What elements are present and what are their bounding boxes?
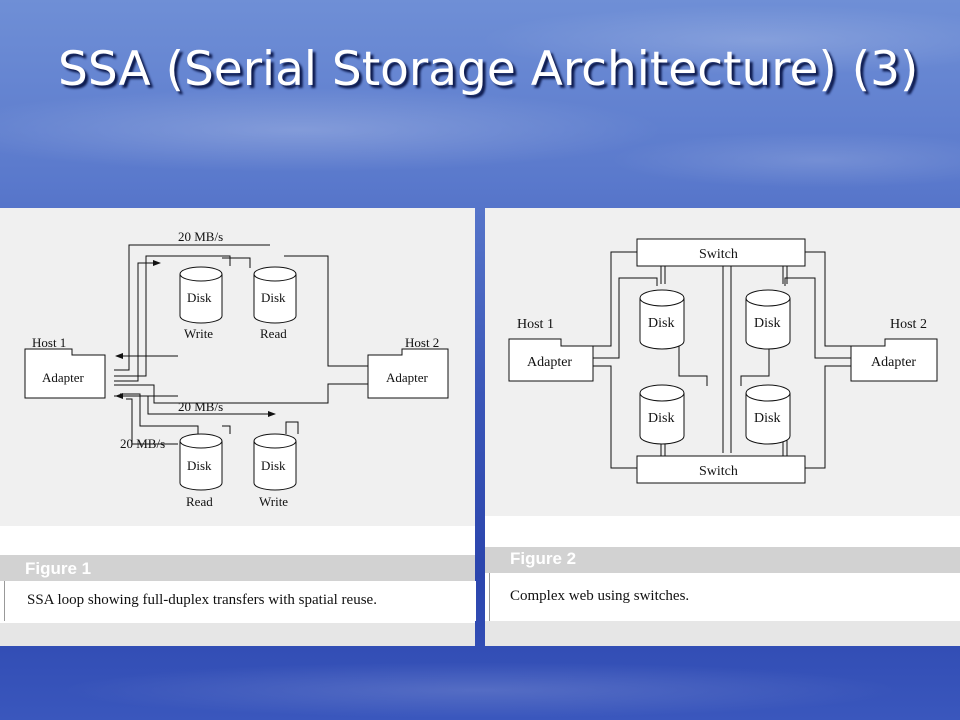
disk-upper-write: Disk Write [179,266,223,341]
upper-disk-link-wire [222,257,251,268]
middle-right-wire [114,383,368,404]
figure-2-diagram-area: Switch Switch Host 1 Adapter Host 2 Adap… [485,208,960,516]
switch-bottom: Switch [636,455,806,484]
disk-label: Disk [187,290,212,305]
upper-right-wire [284,255,368,367]
disk-label: Disk [261,458,286,473]
rate-label-top: 20 MB/s [178,229,223,244]
upper-loop-inner-wire [114,255,231,377]
figure-1-panel: Host 1 Adapter Host 2 Adapter 20 MB/s 20… [0,208,476,646]
figure-2-panel: Switch Switch Host 1 Adapter Host 2 Adap… [485,208,960,646]
cross-link-right [740,346,770,386]
lower-loop-outer-wire [126,398,178,445]
figure-1-bottom-strip [0,623,475,646]
left-lower-wire [593,365,637,469]
ssa-loop-diagram: Host 1 Adapter Host 2 Adapter 20 MB/s 20… [24,229,449,509]
figure-1-diagram-area: Host 1 Adapter Host 2 Adapter 20 MB/s 20… [0,208,475,526]
upper-loop-outer-wire [114,244,270,371]
upper-loop-arrow-wire [114,260,161,382]
cross-link-left [678,346,708,386]
figure-2-label: Figure 2 [510,549,577,568]
host1-label: Host 1 [32,335,66,350]
read-label: Read [260,326,287,341]
host1-label: Host 1 [517,317,554,332]
switch-top: Switch [636,238,806,267]
disk-lower-read: Disk Read [179,433,223,509]
host1-disk-link [593,277,658,359]
host1-adapter-label: Adapter [527,355,572,370]
disk-lower-write: Disk Write [253,433,297,509]
figure-2-bottom-strip [485,621,960,646]
read-label: Read [186,494,213,509]
disk-top-left: Disk [639,289,685,350]
lower-disk-link-wire [222,425,231,434]
disk-bottom-left: Disk [639,384,685,445]
host2-adapter-label: Adapter [871,355,916,370]
host1-adapter-label: Adapter [42,370,85,385]
write-label: Write [259,494,288,509]
disk-label: Disk [648,316,674,331]
disk-top-right: Disk [745,289,791,350]
host2-label: Host 2 [890,317,927,332]
figure-1-caption: SSA loop showing full-duplex transfers w… [27,592,377,608]
figure-1-caption-box: SSA loop showing full-duplex transfers w… [4,581,476,621]
right-lower-wire [805,365,851,469]
lower-loop-inner-wire [120,393,199,436]
disk-label: Disk [754,316,780,331]
lower-write-disk-wire [285,421,299,434]
switch-label: Switch [699,464,738,479]
slide-title: SSA (Serial Storage Architecture) (3) [58,42,919,97]
host2-adapter: Host 2 Adapter [850,317,938,382]
host1-adapter: Host 1 Adapter [24,335,106,399]
switch-web-diagram: Switch Switch Host 1 Adapter Host 2 Adap… [508,238,938,484]
disk-label: Disk [754,411,780,426]
disk-bottom-right: Disk [745,384,791,445]
host2-adapter: Host 2 Adapter [367,335,449,399]
disk-upper-read: Disk Read [253,266,297,341]
host2-adapter-label: Adapter [386,370,429,385]
disk-label: Disk [187,458,212,473]
figure-2-caption-box: Complex web using switches. [489,573,960,621]
figure-2-caption: Complex web using switches. [510,588,690,604]
host2-disk-link [784,277,851,359]
figure-1-label: Figure 1 [25,559,92,578]
host2-label: Host 2 [405,335,439,350]
left-upper-wire [593,251,637,347]
disk-label: Disk [261,290,286,305]
switch-label: Switch [699,247,738,262]
write-label: Write [184,326,213,341]
host1-adapter: Host 1 Adapter [508,317,594,382]
rate-label-middle: 20 MB/s [178,399,223,414]
right-upper-wire [805,251,851,347]
rate-label-left: 20 MB/s [120,436,165,451]
figure-2-label-bar: Figure 2 [485,547,960,573]
figure-1-label-bar: Figure 1 [0,555,475,581]
disk-label: Disk [648,411,674,426]
